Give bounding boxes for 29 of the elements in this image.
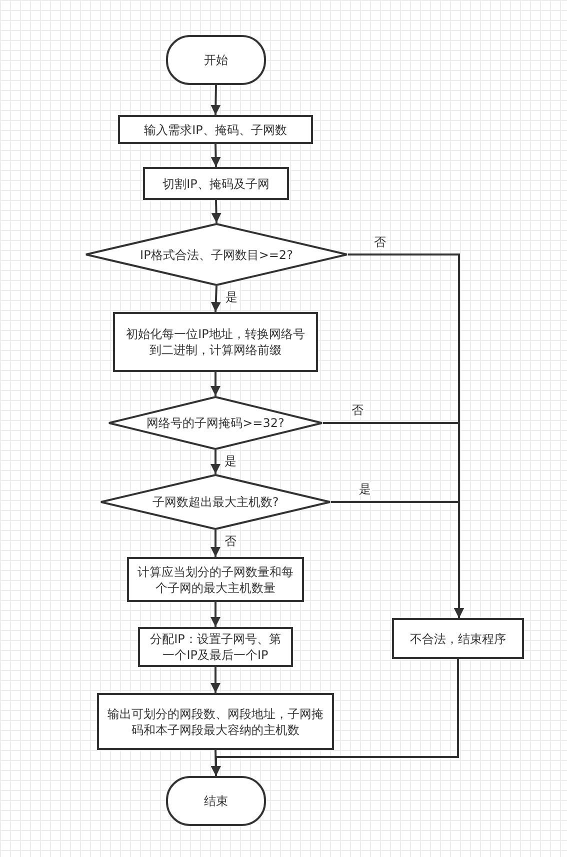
- process-box: 不合法，结束程序: [392, 618, 524, 659]
- decision-diamond: IP格式合法、子网数目>=2?: [85, 223, 348, 286]
- arrow: [210, 602, 220, 627]
- terminal-shape: 开始: [166, 35, 266, 85]
- process-box: 输入需求IP、掩码、子网数: [118, 115, 313, 144]
- decision-diamond: 网络号的子网掩码>=32?: [108, 396, 323, 450]
- decision-diamond: 子网数超出最大主机数?: [100, 474, 331, 530]
- terminal-shape: 结束: [166, 776, 266, 826]
- arrow: [210, 286, 221, 312]
- process-box: 计算应当划分的子网数量和每个子网的最大主机数量: [127, 557, 304, 602]
- edge-label: 是: [224, 454, 238, 468]
- arrow: [210, 530, 220, 557]
- arrow: [331, 501, 464, 618]
- arrow: [210, 372, 220, 396]
- arrow: [210, 450, 220, 474]
- arrow: [211, 200, 222, 224]
- process-box: 初始化每一位IP地址，转换网络号到二进制，计算网络前缀: [113, 312, 318, 372]
- arrow: [210, 667, 220, 693]
- arrow: [210, 144, 221, 168]
- process-box: 切割IP、掩码及子网: [143, 167, 289, 200]
- edge-label: 是: [358, 482, 372, 496]
- edge-label: 是: [224, 290, 238, 304]
- edge-label: 否: [224, 534, 238, 548]
- arrow: [210, 84, 221, 116]
- process-box: 输出可划分的网段数、网段地址，子网掩码和本子网段最大容纳的主机数: [97, 693, 334, 750]
- edge-label: 否: [373, 234, 388, 248]
- process-box: 分配IP：设置子网号、第一个IP及最后一个IP: [138, 627, 293, 667]
- edge-label: 否: [350, 403, 365, 417]
- arrow: [211, 659, 459, 776]
